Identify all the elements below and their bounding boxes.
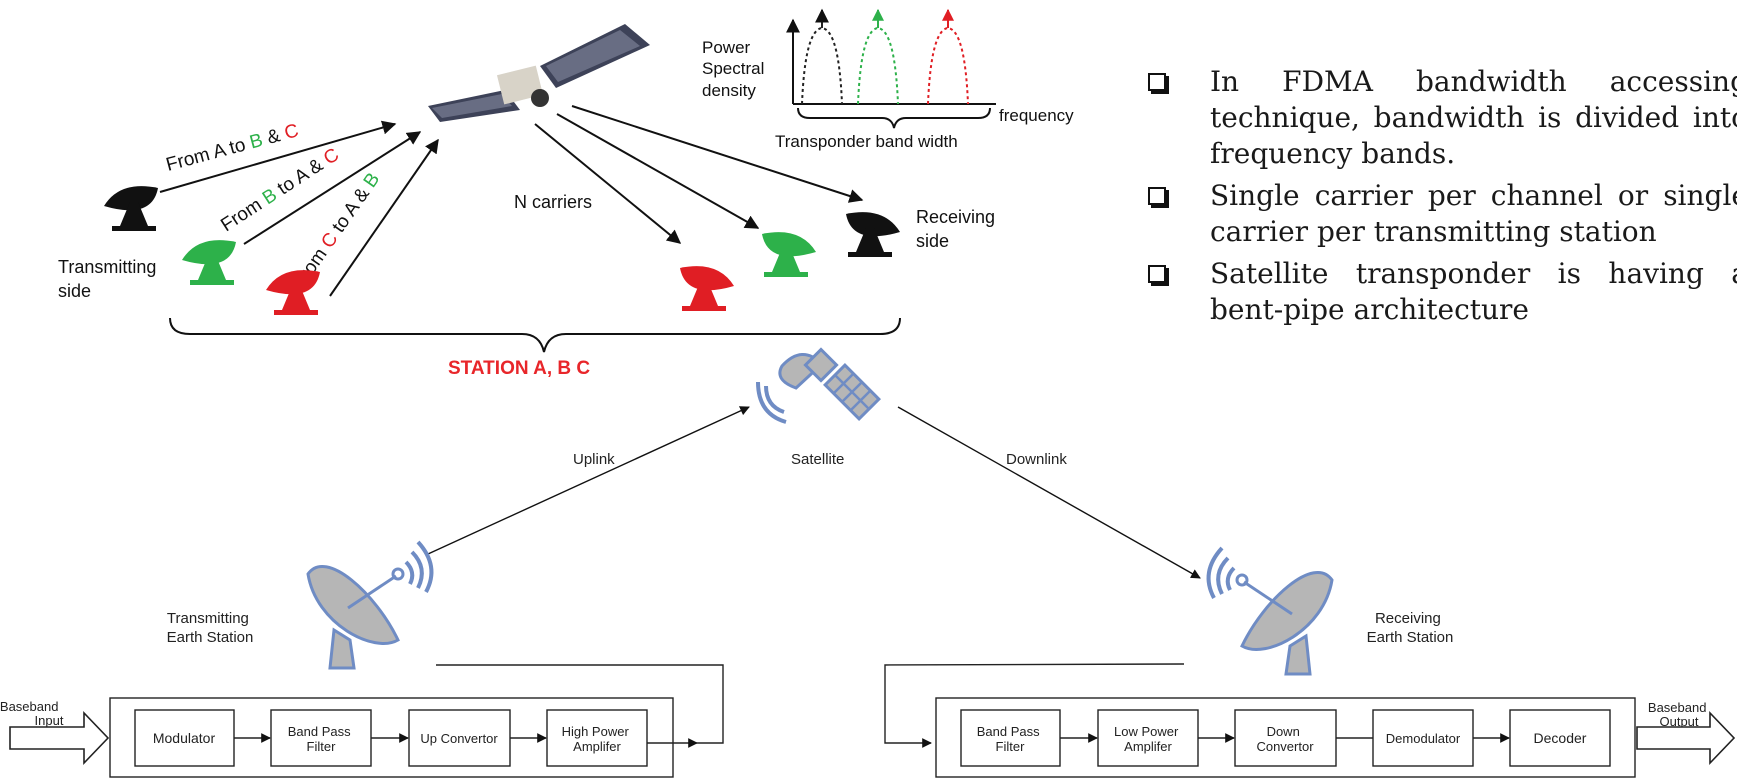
fdma-bullet-list: In FDMA bandwidth accessing technique, b… — [1148, 64, 1737, 334]
tx-dish-c — [266, 270, 320, 315]
checkbox-bullet-icon — [1148, 187, 1166, 205]
rx-earth-station-icon — [1206, 546, 1334, 676]
up-convertor-label: Up Convertor — [420, 731, 498, 746]
n-carriers-label: N carriers — [514, 192, 592, 212]
psd-y-label: Power Spectral density — [702, 38, 769, 100]
bullet-text: In FDMA bandwidth accessing technique, b… — [1210, 65, 1737, 170]
downlink-label: Downlink — [1006, 451, 1067, 468]
spectrum-lobe-black — [801, 26, 843, 105]
stations-label: STATION A, B C — [448, 358, 590, 379]
transmitting-side-label: Transmitting side — [58, 257, 161, 301]
hpa-block — [546, 709, 648, 767]
modulator-label: Modulator — [153, 730, 216, 746]
bullet-text: Single carrier per channel or single car… — [1210, 179, 1737, 248]
satellite-icon — [756, 347, 881, 424]
baseband-output-label: Baseband Output — [1648, 700, 1710, 729]
decoder-label: Decoder — [1534, 730, 1587, 746]
up-convertor-block — [408, 709, 511, 767]
psd-x-label: frequency — [999, 106, 1074, 125]
checkbox-bullet-icon — [1148, 73, 1166, 91]
bullet-item: In FDMA bandwidth accessing technique, b… — [1148, 64, 1737, 172]
tx-dish-a — [104, 186, 158, 231]
decoder-block — [1509, 709, 1611, 767]
down-convertor-block — [1234, 709, 1337, 767]
rx-chain: Band Pass Filter Low Power Amplifer Down… — [884, 663, 1736, 778]
rx-dish-a — [846, 212, 900, 257]
downlink-arrows — [534, 105, 864, 244]
checkbox-bullet-icon — [1148, 265, 1166, 283]
bullet-text: Satellite transponder is having a bent-p… — [1210, 257, 1737, 326]
demodulator-block — [1372, 709, 1474, 767]
tx-dish-b — [182, 240, 236, 285]
uplink-label: Uplink — [573, 451, 615, 468]
lpa-block — [1097, 709, 1199, 767]
spectrum-lobe-red — [927, 26, 969, 105]
stations-brace — [169, 317, 901, 353]
uplink-label-a: From A to B & C — [164, 120, 301, 176]
transponder-bandwidth-label: Transponder band width — [775, 132, 958, 151]
uplink-arrows — [159, 120, 439, 297]
rx-dish-b — [762, 232, 816, 277]
power-spectrum-plot: Power Spectral density frequency Transpo… — [702, 8, 1074, 151]
satellite-label: Satellite — [791, 451, 844, 468]
hpa-label: High Power Amplifer — [562, 724, 633, 754]
tx-earth-station-icon — [306, 540, 434, 670]
bullet-item: Single carrier per channel or single car… — [1148, 178, 1737, 250]
tx-feed-line — [436, 664, 724, 744]
rx-feed-line — [884, 663, 1185, 748]
rx-bpf-label: Band Pass Filter — [977, 724, 1044, 754]
modulator-block — [134, 709, 235, 767]
downlink-arrow — [897, 406, 1201, 579]
tx-chain: Baseband Input Modulator Band Pass Filte… — [0, 664, 724, 778]
down-convertor-label: Down Convertor — [1256, 724, 1314, 754]
rx-bpf-block — [960, 709, 1061, 767]
baseband-output-arrow — [1636, 711, 1736, 765]
baseband-input-label: Baseband Input — [0, 699, 64, 728]
transponder-brace — [797, 107, 991, 129]
spectrum-lobe-green — [857, 26, 899, 105]
tx-earth-station-label: Transmitting Earth Station — [167, 610, 254, 646]
bullet-item: Satellite transponder is having a bent-p… — [1148, 256, 1737, 328]
receiving-side-label: Receiving side — [916, 207, 1000, 251]
rx-chain-frame — [935, 697, 1636, 778]
tx-bpf-block — [270, 709, 372, 767]
demodulator-label: Demodulator — [1386, 731, 1461, 746]
tx-chain-frame — [109, 697, 674, 778]
tx-bpf-label: Band Pass Filter — [288, 724, 355, 754]
satellite-illustration — [428, 24, 650, 122]
baseband-input-arrow — [9, 711, 110, 765]
rx-dish-c — [680, 266, 734, 311]
lpa-label: Low Power Amplifer — [1114, 724, 1182, 754]
rx-earth-station-label: Receiving Earth Station — [1367, 610, 1454, 646]
uplink-arrow — [427, 406, 750, 555]
